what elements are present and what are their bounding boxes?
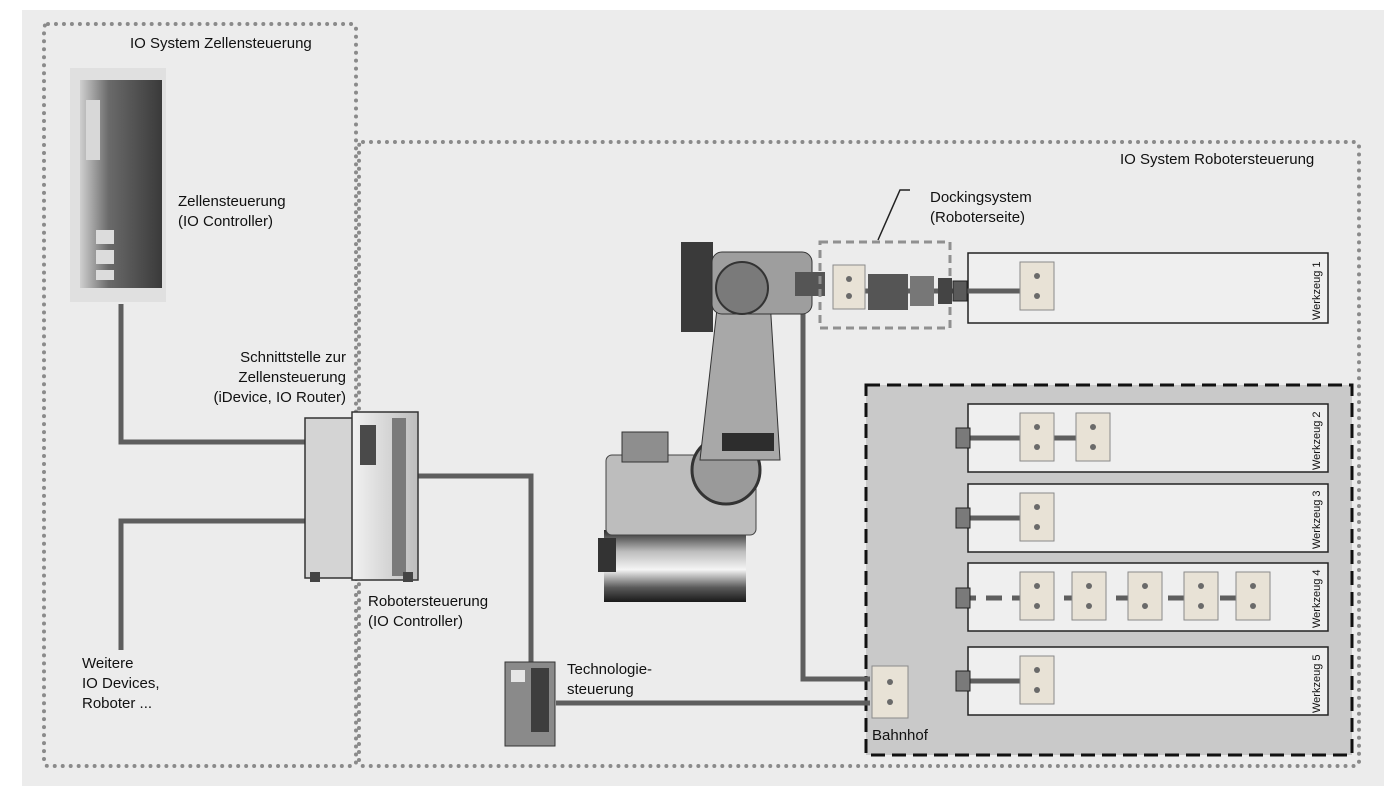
docking-label: Dockingsystem (Roboterseite) [930,189,1032,226]
io-modules [832,261,1271,719]
io-module [1127,571,1163,621]
docking-callout-line [877,189,910,241]
io-module-details [846,273,1256,705]
docking-coupler [868,274,968,310]
station-label: Bahnhof [872,727,928,744]
industrial-robot [598,242,825,602]
io-system-cell-frame [42,22,358,768]
tool-label-3: Werkzeug 3 [1311,491,1323,550]
tech-controller-label: Technologie- steuerung [567,661,653,698]
io-module [871,665,909,719]
technology-controller-device [504,661,556,747]
cable-cell-to-interface [118,304,306,445]
io-module [1183,571,1219,621]
io-module [1019,571,1055,621]
cable-robot-ctrl-to-tech [418,473,534,665]
tool-connectors [955,427,971,692]
cable-further-devices [118,518,306,650]
interface-label: Schnittstelle zur Zellensteuerung (iDevi… [213,349,346,406]
tool-label-1: Werkzeug 1 [1311,262,1323,321]
robot-controller-cabinet [304,411,419,582]
io-module [1019,412,1055,462]
further-devices-label: Weitere IO Devices, Roboter ... [82,655,160,712]
io-module [1019,492,1055,542]
tool-label-4: Werkzeug 4 [1311,570,1323,629]
io-module [832,264,866,310]
io-system-robot-label: IO System Robotersteuerung [1120,151,1315,168]
io-module [1019,261,1055,311]
io-module [1019,655,1055,705]
tool-label-5: Werkzeug 5 [1311,655,1323,714]
robot-controller-label: Robotersteuerung (IO Controller) [368,593,489,630]
io-system-cell-label: IO System Zellensteuerung [130,35,312,52]
io-module [1075,412,1111,462]
tool-label-2: Werkzeug 2 [1311,412,1323,471]
io-module [1235,571,1271,621]
io-module [1071,571,1107,621]
cable-robot-to-bahnhof [800,288,870,682]
cell-controller-label: Zellensteuerung (IO Controller) [178,193,286,230]
cell-controller-device [70,68,166,302]
